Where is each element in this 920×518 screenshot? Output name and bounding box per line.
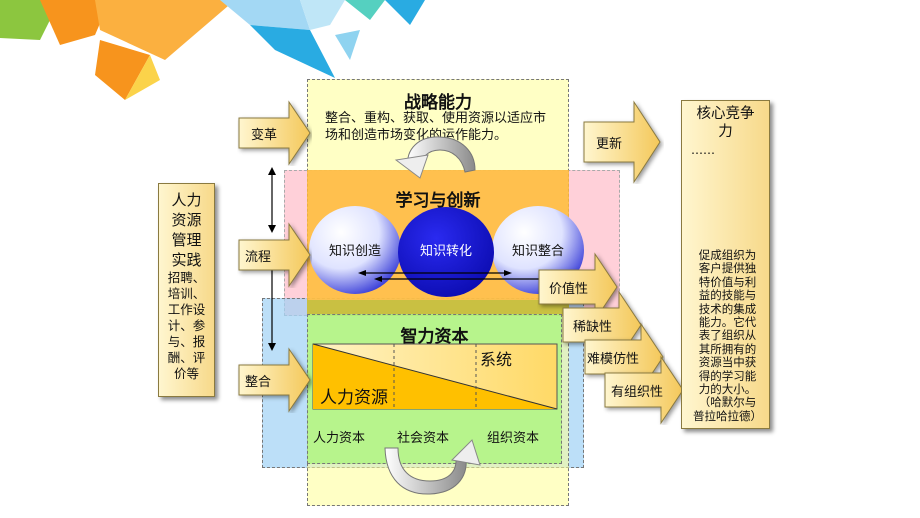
- arrow-organization: 有组织性: [603, 355, 685, 425]
- arrow-label: 更新: [596, 137, 623, 152]
- capital-label: 人力资本: [313, 431, 366, 446]
- core-desc-line: 促成组织为: [698, 248, 757, 262]
- hr-sub-line: 价等: [173, 366, 199, 381]
- sphere-knowledge-creation: [309, 206, 401, 294]
- upper-cycle-arrowhead: [394, 154, 429, 179]
- core-competence-block: 核心竞争 力 …… 促成组织为 客户提供独 特价值与利 益的技能与 技术的集成 …: [681, 100, 770, 429]
- hr-title-line: 管理: [171, 231, 202, 249]
- strategy-description: 整合、重构、获取、使用资源以适应市 场和创造市场变化的运作能力。: [325, 110, 565, 144]
- hr-sub-line: 计、参: [167, 318, 206, 333]
- sphere-label: 知识转化: [419, 244, 472, 259]
- sphere-knowledge-transfer: [398, 207, 494, 297]
- core-desc-line: 特价值与利: [698, 274, 757, 289]
- diagonal: [312, 343, 558, 410]
- arrow-label: 难模仿性: [587, 352, 640, 367]
- lower-cycle-arrow: [384, 447, 467, 495]
- arrowhead: [504, 270, 512, 276]
- hr-sub-line: 与、报: [167, 334, 206, 349]
- core-desc-line: 资源当中获: [698, 355, 757, 370]
- arrow-label: 有组织性: [611, 385, 664, 400]
- system-hr-box: [312, 343, 558, 410]
- hr-title-line: 资源: [171, 211, 202, 229]
- hr-sub-line: 招聘、: [167, 270, 206, 285]
- core-desc-line: 能力。它代: [698, 315, 757, 330]
- learning-title: 学习与创新: [395, 191, 481, 211]
- human-resource-label: 人力资源: [320, 388, 388, 408]
- core-desc-line: 力的大小。: [698, 382, 757, 397]
- arrow-change: 变革: [237, 100, 312, 166]
- arrowhead: [374, 276, 382, 282]
- hr-sub-line: 酬、评: [167, 350, 206, 365]
- core-title-line: 力: [718, 124, 733, 140]
- core-desc-line: 客户提供独: [698, 261, 757, 276]
- arrow-value: 价值性: [537, 252, 619, 322]
- strategy-desc-line: 整合、重构、获取、使用资源以适应市: [325, 111, 547, 126]
- system-label: 系统: [480, 350, 513, 369]
- sphere-label: 知识整合: [511, 244, 564, 259]
- lower-cycle-arrowhead: [450, 439, 481, 466]
- upper-cycle-arrow: [407, 136, 476, 173]
- arrow-process: 流程: [237, 222, 312, 288]
- hr-subtext: 招聘、 培训、 工作设 计、参 与、报 酬、评 价等: [159, 270, 214, 382]
- core-desc-line: （哈默尔与: [698, 395, 757, 410]
- intellect-title: 智力资本: [400, 327, 469, 347]
- arrow-integrate: 整合: [237, 347, 312, 413]
- strategy-desc-line: 场和创造市场变化的运作能力。: [325, 128, 508, 143]
- hr-title: 人力 资源 管理 实践: [159, 190, 214, 270]
- hr-sub-line: 培训、: [167, 286, 206, 301]
- core-desc-line: 普拉哈拉德）: [693, 408, 762, 423]
- capital-label: 社会资本: [397, 431, 450, 446]
- sphere-label: 知识创造: [328, 244, 381, 259]
- arrowhead: [358, 270, 366, 276]
- core-title-line: 核心竞争: [696, 106, 755, 122]
- arrow-label: 变革: [251, 128, 278, 143]
- core-desc-line: 得的学习能: [698, 368, 757, 383]
- arrow-label: 稀缺性: [573, 320, 613, 335]
- arrow-label: 价值性: [549, 282, 589, 297]
- core-title: 核心竞争 力: [685, 105, 766, 141]
- arrow-renew: 更新: [582, 100, 664, 184]
- hr-title-line: 实践: [171, 251, 202, 269]
- capital-label: 组织资本: [487, 431, 540, 446]
- core-ellipsis: ……: [691, 143, 715, 157]
- hr-sub-line: 工作设: [167, 302, 206, 317]
- core-desc-line: 技术的集成: [698, 301, 757, 316]
- core-description: 促成组织为 客户提供独 特价值与利 益的技能与 技术的集成 能力。它代 表了组织…: [686, 248, 769, 423]
- hr-title-line: 人力: [171, 191, 202, 209]
- core-desc-line: 其所拥有的: [698, 341, 757, 356]
- arrow-label: 整合: [245, 375, 272, 390]
- divider-band: [307, 300, 569, 316]
- hr-practice-block: 人力 资源 管理 实践 招聘、 培训、 工作设 计、参 与、报 酬、评 价等: [158, 183, 215, 397]
- strategy-title: 战略能力: [404, 93, 472, 113]
- arrow-label: 流程: [245, 250, 272, 265]
- core-desc-line: 益的技能与: [698, 288, 757, 303]
- core-desc-line: 表了组织从: [698, 328, 757, 343]
